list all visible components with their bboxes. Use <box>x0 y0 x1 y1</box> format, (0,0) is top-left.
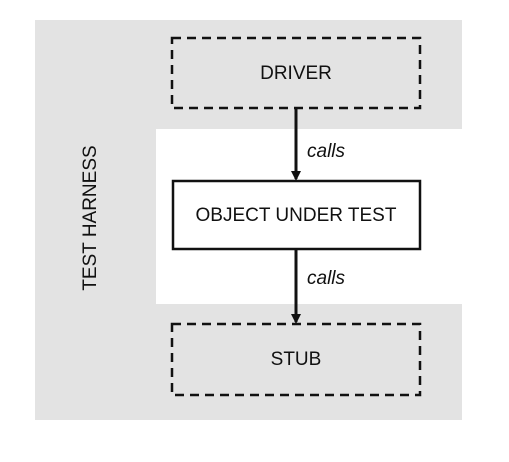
object-under-test-label: OBJECT UNDER TEST <box>196 205 397 226</box>
driver-to-object-label: calls <box>307 141 346 162</box>
driver-label: DRIVER <box>260 63 332 84</box>
object-under-test-node: OBJECT UNDER TEST <box>171 179 422 251</box>
test-harness-label: TEST HARNESS <box>80 145 101 290</box>
stub-box <box>170 322 422 397</box>
stub-node: STUB <box>170 322 422 397</box>
stub-label: STUB <box>271 349 322 370</box>
object-to-stub-label: calls <box>307 268 346 289</box>
